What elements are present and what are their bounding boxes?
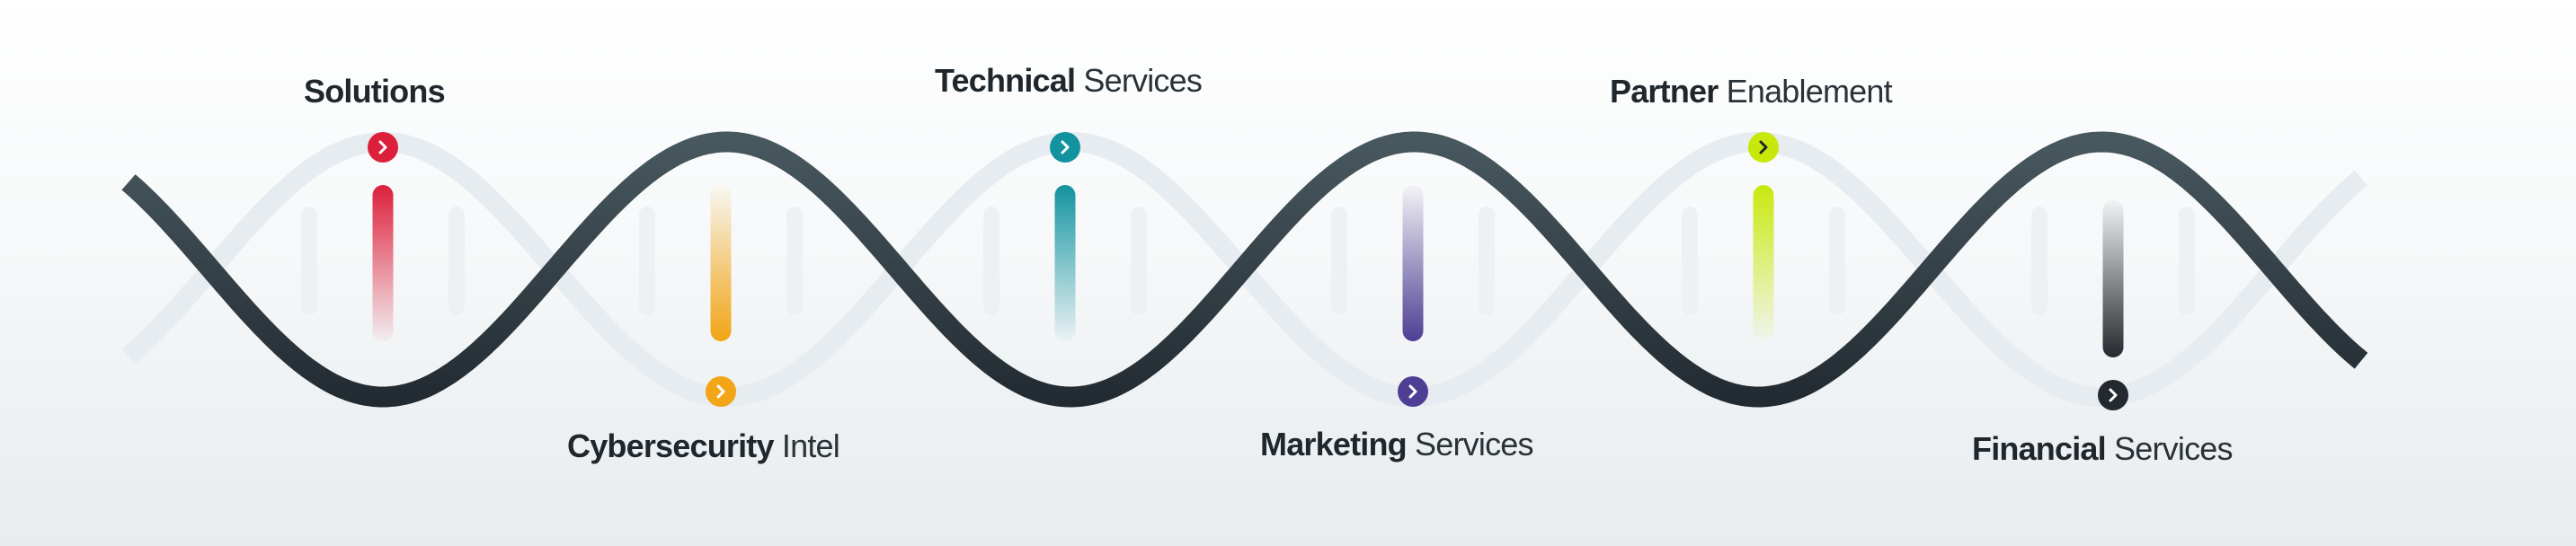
label-rest: Services [2114,430,2233,467]
label-rest: Enablement [1726,73,1893,110]
label-cybersecurity-intel[interactable]: Cybersecurity Intel [567,427,840,464]
faint-rung [2179,207,2195,315]
faint-rung [2031,207,2047,315]
faint-rung [1479,207,1495,315]
faint-rung [449,207,465,315]
chevron-right-icon [378,140,387,154]
label-financial-services[interactable]: Financial Services [1972,430,2234,467]
chevron-right-icon [1408,384,1417,399]
label-bold: Technical [935,62,1076,99]
label-bold: Cybersecurity [567,427,775,464]
faint-rung [1331,207,1347,315]
gradient-bar [2102,200,2124,357]
node-button[interactable] [1398,376,1428,407]
gradient-bar [372,185,394,341]
node-button[interactable] [1748,132,1779,163]
label-bold: Partner [1610,73,1719,110]
node-button[interactable] [2098,380,2128,410]
faint-rung [1131,207,1147,315]
chevron-right-icon [2109,388,2118,402]
chevron-right-icon [716,384,725,399]
label-rest: Services [1083,62,1203,99]
faint-rung [639,207,655,315]
node-button[interactable] [1050,132,1080,163]
dark-strand [121,131,2368,408]
label-technical-services[interactable]: Technical Services [935,62,1203,99]
label-marketing-services[interactable]: Marketing Services [1260,426,1534,462]
label-bold: Solutions [304,73,446,110]
chevron-right-icon [1759,140,1768,154]
label-rest: Intel [781,427,840,464]
gradient-bar [1402,185,1424,341]
label-rest: Services [1415,426,1533,462]
label-partner-enablement[interactable]: Partner Enablement [1610,73,1893,110]
faint-rung [983,207,999,315]
faint-rung [786,207,803,315]
faint-rung [1829,207,1845,315]
faint-rung [301,207,317,315]
label-bold: Financial [1972,430,2107,467]
label-bold: Marketing [1260,426,1408,462]
faint-rung [1682,207,1698,315]
label-solutions[interactable]: Solutions [304,73,446,110]
gradient-bar [1753,185,1774,341]
gradient-bar [710,185,732,341]
node-button[interactable] [706,376,736,407]
chevron-right-icon [1061,140,1070,154]
node-button[interactable] [368,132,398,163]
gradient-bar [1054,185,1076,341]
